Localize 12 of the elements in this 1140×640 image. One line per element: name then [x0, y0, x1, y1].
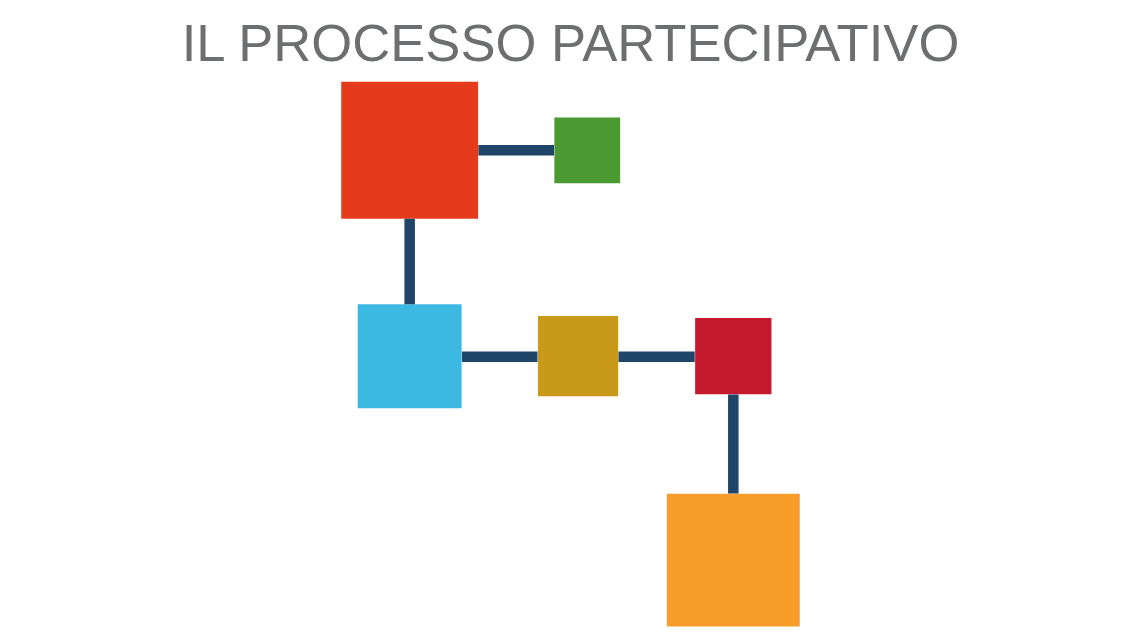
node-box [357, 304, 462, 409]
node-box [553, 117, 620, 184]
node-box [340, 81, 478, 219]
connector [617, 351, 695, 363]
connector [403, 218, 415, 305]
node-box [666, 493, 800, 627]
node-box [537, 316, 618, 397]
connector [477, 145, 554, 156]
node-box [694, 318, 771, 395]
diagram-title: IL PROCESSO PARTECIPATIVO [181, 12, 959, 72]
connector [461, 351, 537, 363]
connector [727, 394, 739, 494]
